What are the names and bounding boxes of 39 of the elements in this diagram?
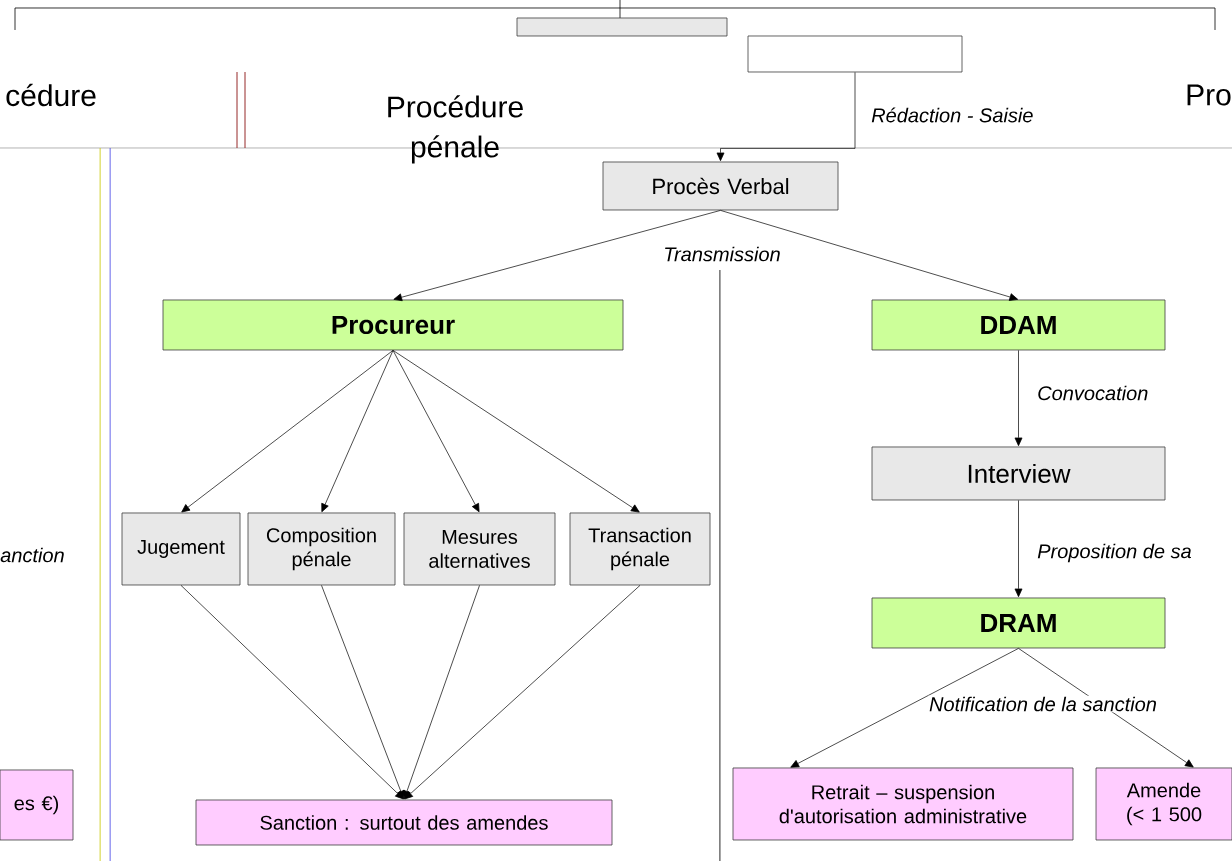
- sanction-box: Retrait – suspension d'autorisation administrative: [732, 767, 1074, 841]
- note: anction: [0, 547, 64, 563]
- top-box: [747, 35, 963, 73]
- edge-label: Proposition de sa: [1036, 542, 1193, 564]
- process-box: Interview: [871, 446, 1166, 501]
- actor-box: Procureur: [162, 299, 624, 351]
- arrow: [403, 585, 480, 800]
- actor-box: DDAM: [871, 299, 1166, 351]
- arrow: [1018, 648, 1194, 768]
- arrow: [720, 210, 1019, 301]
- section-heading: Procédure pénale: [388, 95, 523, 164]
- arrow: [1014, 500, 1023, 598]
- edge-label: Rédaction - Saisie: [870, 106, 1035, 124]
- edge-label: Notification de la sanction: [928, 695, 1158, 713]
- arrow: [404, 585, 641, 800]
- section-heading: Pro: [1187, 84, 1231, 106]
- sanction-box: Sanction : surtout des amendes: [195, 799, 613, 846]
- arrow: [181, 350, 394, 513]
- measure-box: Transaction pénale: [569, 512, 711, 586]
- measure-box: Composition pénale: [247, 512, 396, 586]
- arrow: [321, 350, 394, 513]
- actor-box: DRAM: [871, 597, 1166, 649]
- measure-box: Mesures alternatives: [403, 512, 556, 586]
- measure-box: Jugement: [121, 512, 241, 586]
- arrow: [1014, 350, 1023, 447]
- arrow: [716, 72, 856, 162]
- arrow: [392, 350, 640, 513]
- edge-label: Transmission: [662, 245, 782, 263]
- top-box: [516, 17, 728, 37]
- sanction-box: es €): [0, 769, 74, 841]
- arrow: [392, 350, 480, 513]
- arrow: [321, 585, 405, 800]
- section-heading: cédure: [6, 83, 96, 107]
- arrow: [180, 585, 404, 800]
- process-box: Procès Verbal: [602, 161, 839, 211]
- edge-label: Convocation: [1036, 384, 1150, 402]
- arrow: [790, 648, 1019, 768]
- arrow: [393, 210, 721, 302]
- sanction-box: Amende (< 1 500: [1095, 767, 1232, 841]
